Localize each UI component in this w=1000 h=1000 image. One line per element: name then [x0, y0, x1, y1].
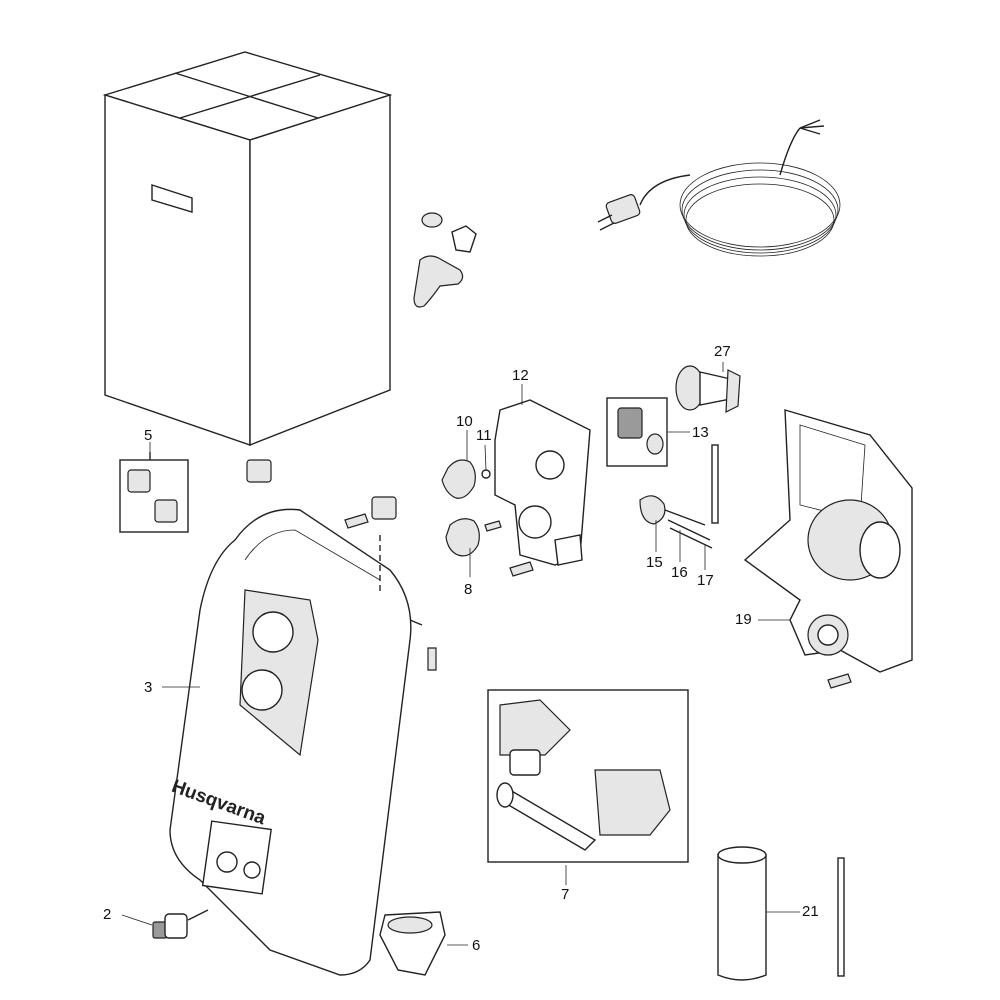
- callout-15: 15: [646, 554, 663, 571]
- handle-clip-parts: [413, 212, 477, 308]
- callout-16: 16: [671, 564, 688, 581]
- part-27-rotor: [675, 365, 741, 413]
- callout-19: 19: [735, 611, 752, 628]
- cable-tie: [837, 857, 845, 977]
- part-6-holder: [379, 911, 446, 976]
- part-10-8-knobs: [441, 459, 491, 557]
- callout-13: 13: [692, 424, 709, 441]
- callout-5: 5: [144, 427, 153, 444]
- screws: [344, 496, 852, 689]
- callout-7: 7: [561, 886, 570, 903]
- part-19-pump: [743, 409, 913, 673]
- leader-lines: [121, 362, 800, 946]
- callout-10: 10: [456, 413, 473, 430]
- power-cord: [597, 119, 841, 257]
- callout-27: 27: [714, 343, 731, 360]
- part-2-inlet: [152, 909, 209, 939]
- callout-21: 21: [802, 903, 819, 920]
- clip-part: [246, 459, 272, 483]
- callout-12: 12: [512, 367, 529, 384]
- part-21-cylinder: [717, 846, 767, 981]
- part-12-bracket: [494, 399, 591, 566]
- callout-2: 2: [103, 906, 112, 923]
- part-15-17-valve: [639, 444, 719, 549]
- callout-8: 8: [464, 581, 473, 598]
- part-3-housing: [169, 508, 423, 976]
- callout-3: 3: [144, 679, 153, 696]
- callout-17: 17: [697, 572, 714, 589]
- packaging-box: [102, 51, 393, 447]
- part-5-clips: [119, 452, 189, 533]
- part-13-switch: [606, 397, 668, 467]
- part-7-kit: [487, 689, 689, 863]
- callout-11: 11: [476, 427, 492, 444]
- callout-6: 6: [472, 937, 481, 954]
